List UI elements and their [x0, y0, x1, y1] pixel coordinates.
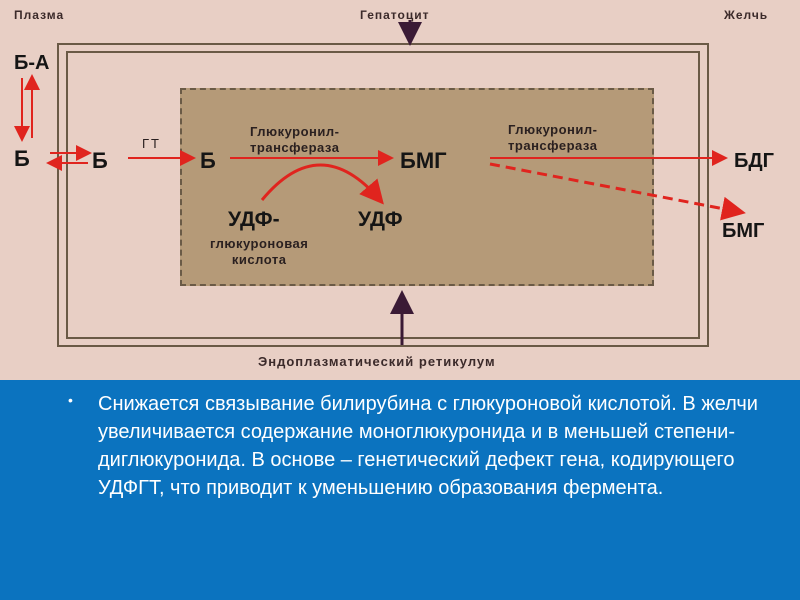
label-gluc-acid: глюкуроновая кислота	[210, 236, 309, 267]
label-b-membrane: Б	[92, 148, 108, 173]
label-er: Эндоплазматический ретикулум	[258, 354, 496, 369]
label-b-plasma: Б	[14, 146, 30, 171]
label-plasma: Плазма	[14, 8, 65, 22]
arrows-layer	[14, 20, 746, 345]
notes-panel	[0, 380, 800, 600]
label-udf-gluc: УДФ-	[228, 208, 280, 231]
bullet-marker: •	[68, 392, 73, 408]
label-bdg: БДГ	[734, 150, 774, 172]
label-b-a: Б-А	[14, 52, 50, 74]
notes-text: Снижается связывание билирубина с глюкур…	[98, 393, 758, 499]
label-b-cell: Б	[200, 148, 216, 173]
diagram: Плазма Гепатоцит Желчь	[14, 8, 774, 369]
label-bile: Желчь	[724, 8, 769, 22]
label-hepatocyte: Гепатоцит	[360, 8, 430, 22]
bmg-secretion-arrow	[489, 162, 746, 221]
cell-membrane-inner	[66, 51, 700, 339]
label-enzyme-1: Глюкуронил- трансфераза	[250, 124, 340, 155]
label-udf: УДФ	[358, 208, 403, 231]
udf-transfer-curve	[260, 163, 384, 205]
label-bmg-bile: БМГ	[722, 220, 765, 242]
er-compartment	[180, 88, 654, 286]
label-gt: ГТ	[142, 136, 161, 151]
cell-membrane-outer	[57, 43, 709, 347]
label-bmg-cell: БМГ	[400, 148, 447, 173]
label-enzyme-2: Глюкуронил- трансфераза	[508, 122, 598, 153]
